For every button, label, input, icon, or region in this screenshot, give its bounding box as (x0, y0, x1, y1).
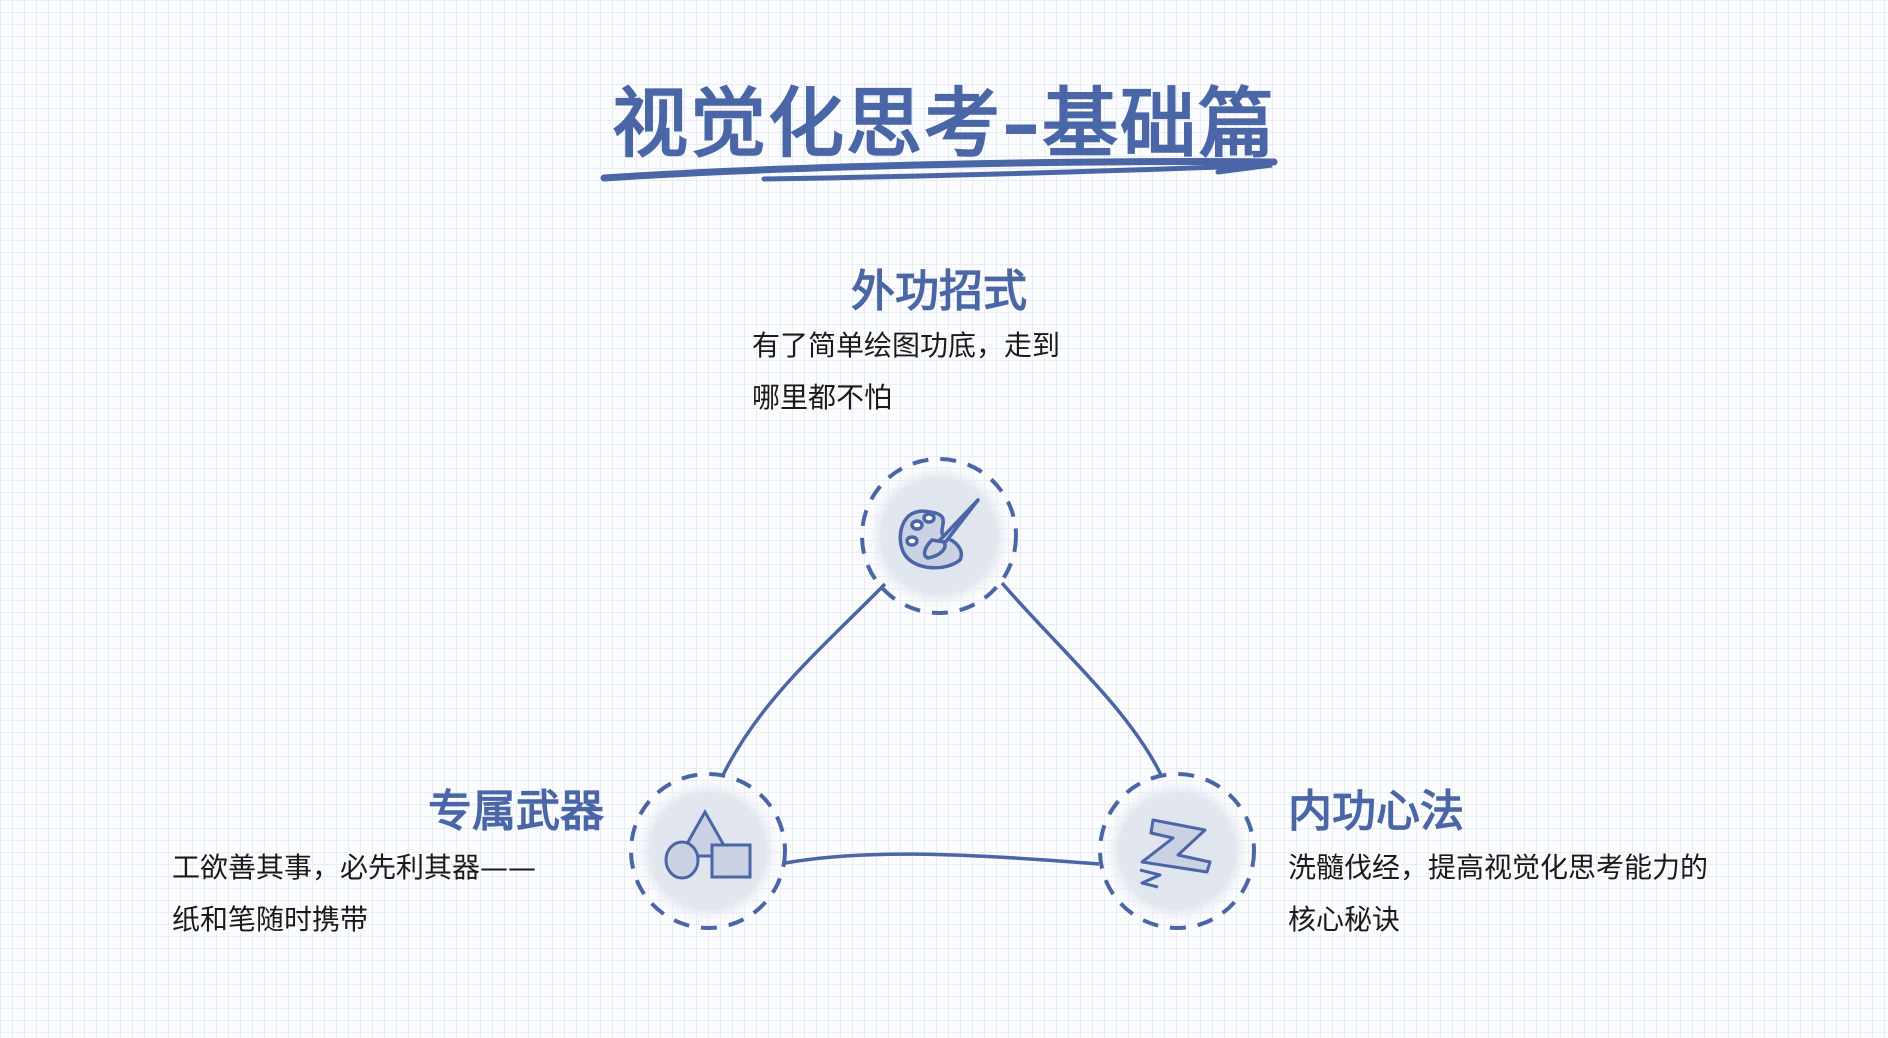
description-line: 哪里都不怕 (752, 381, 893, 414)
shapes-icon (664, 808, 752, 880)
node-right-heading: 内功心法 (1288, 786, 1464, 837)
node-left-description: 工欲善其事，必先利其器—— 纸和笔随时携带 (172, 842, 536, 946)
node-top-heading: 外功招式 (851, 266, 1027, 317)
description-line: 洗髓伐经，提高视觉化思考能力的 (1288, 851, 1709, 884)
palette-icon (898, 498, 980, 570)
node-top-description: 有了简单绘图功底，走到 哪里都不怕 (752, 320, 1060, 424)
node-right-description: 洗髓伐经，提高视觉化思考能力的 核心秘诀 (1288, 842, 1708, 946)
connector-top-left (720, 582, 887, 778)
title-underline (600, 158, 1278, 182)
sleep-z-icon (1139, 818, 1212, 889)
node-left-heading: 专属武器 (428, 786, 604, 837)
description-line: 工欲善其事，必先利其器—— (172, 851, 537, 884)
connectors (720, 581, 1164, 866)
connector-top-right (1000, 581, 1164, 778)
page-title: 视觉化思考–基础篇 (612, 79, 1276, 168)
connector-bottom (784, 852, 1100, 866)
description-line: 有了简单绘图功底，走到 (752, 329, 1061, 362)
description-line: 纸和笔随时携带 (172, 903, 369, 936)
description-line: 核心秘诀 (1288, 903, 1401, 936)
